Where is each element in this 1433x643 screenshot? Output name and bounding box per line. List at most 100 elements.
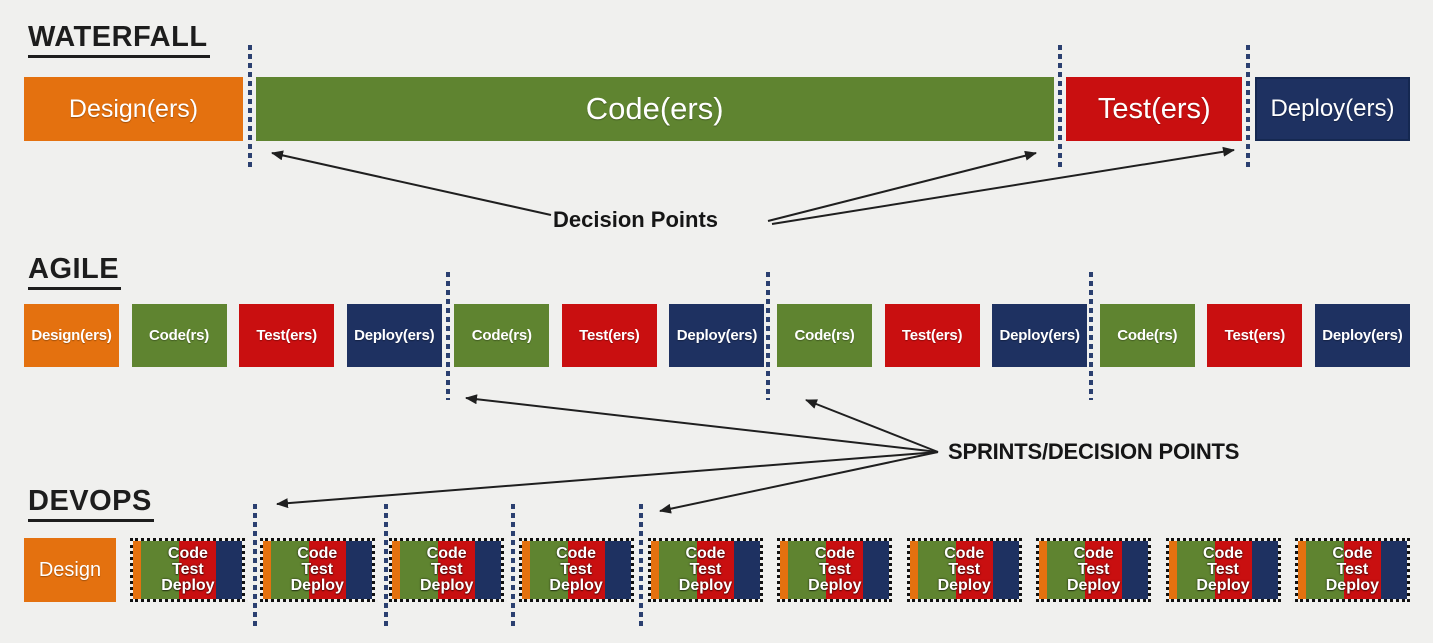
waterfall-phase-design-ers: Design(ers) [24, 77, 243, 141]
navy-stripe [1380, 541, 1407, 599]
red-stripe [1343, 541, 1381, 599]
navy-stripe [1122, 541, 1149, 599]
agile-sprint2-code-rs: Code(rs) [454, 304, 550, 367]
green-stripe [400, 541, 439, 599]
waterfall-divider-dashed-line [1058, 45, 1062, 171]
arrow-to-devops-divider-1 [276, 451, 939, 509]
orange-stripe [1168, 541, 1177, 599]
agile-sprint-divider-dashed-line [766, 272, 770, 400]
red-stripe [179, 541, 217, 599]
decision-points-label: Decision Points [553, 207, 719, 232]
agile-sprint4-deploy-ers: Deploy(ers) [1314, 304, 1410, 367]
green-stripe [788, 541, 827, 599]
agile-sprint3-code-rs: Code(rs) [777, 304, 873, 367]
agile-sprint1-code-rs: Code(rs) [131, 304, 227, 367]
orange-stripe [650, 541, 659, 599]
waterfall-phase-code-ers: Code(ers) [255, 77, 1054, 141]
orange-stripe [262, 541, 271, 599]
orange-stripe [780, 541, 789, 599]
red-stripe [1214, 541, 1252, 599]
green-stripe [529, 541, 568, 599]
agile-sprint-divider-dashed-line [1089, 272, 1093, 400]
devops-divider-dashed-line [253, 504, 257, 628]
navy-stripe [863, 541, 890, 599]
sprints-decision-points-label: SPRINTS/DECISION POINTS [948, 439, 1240, 464]
navy-stripe [604, 541, 631, 599]
green-stripe [270, 541, 309, 599]
agile-sprint2-deploy-ers: Deploy(ers) [669, 304, 765, 367]
agile-sprint-divider-dashed-line [446, 272, 450, 400]
navy-stripe [216, 541, 243, 599]
orange-stripe [392, 541, 401, 599]
red-stripe [826, 541, 864, 599]
arrow-to-waterfall-divider-1 [271, 150, 552, 216]
devops-divider-dashed-line [384, 504, 388, 628]
devops-divider-dashed-line [639, 504, 643, 628]
agile-sprint3-test-ers: Test(ers) [884, 304, 980, 367]
red-stripe [696, 541, 734, 599]
navy-stripe [733, 541, 760, 599]
devops-heading: DEVOPS [28, 485, 154, 522]
red-stripe [567, 541, 605, 599]
red-stripe [438, 541, 476, 599]
orange-stripe [909, 541, 918, 599]
green-stripe [917, 541, 956, 599]
waterfall-row: Design(ers)Code(ers)Test(ers)Deploy(ers) [24, 77, 1410, 141]
agile-sprint1-test-ers: Test(ers) [239, 304, 335, 367]
agile-sprint4-test-ers: Test(ers) [1207, 304, 1303, 367]
orange-stripe [1297, 541, 1306, 599]
red-stripe [308, 541, 346, 599]
waterfall-heading: WATERFALL [28, 21, 210, 58]
red-stripe [955, 541, 993, 599]
waterfall-phase-deploy-ers: Deploy(ers) [1254, 77, 1410, 141]
navy-stripe [345, 541, 372, 599]
waterfall-phase-test-ers: Test(ers) [1066, 77, 1243, 141]
devops-design-box: Design [24, 538, 116, 602]
arrow-to-agile-divider-1 [465, 394, 939, 453]
arrow-to-waterfall-divider-2 [767, 150, 1037, 222]
agile-sprint4-code-rs: Code(rs) [1099, 304, 1195, 367]
agile-sprint2-test-ers: Test(ers) [561, 304, 657, 367]
waterfall-divider-dashed-line [248, 45, 252, 171]
agile-row: Design(ers)Code(rs)Test(ers)Deploy(ers)C… [24, 304, 1410, 367]
green-stripe [658, 541, 697, 599]
arrow-to-waterfall-divider-3 [771, 146, 1235, 225]
green-stripe [141, 541, 180, 599]
arrow-to-devops-divider-4 [659, 451, 939, 514]
agile-heading: AGILE [28, 253, 122, 290]
navy-stripe [992, 541, 1019, 599]
arrow-to-agile-divider-2 [805, 399, 939, 453]
navy-stripe [1251, 541, 1278, 599]
waterfall-divider-dashed-line [1246, 45, 1250, 171]
agile-sprint1-design-ers: Design(ers) [24, 304, 119, 367]
navy-stripe [475, 541, 502, 599]
green-stripe [1305, 541, 1344, 599]
green-stripe [1176, 541, 1215, 599]
orange-stripe [521, 541, 530, 599]
devops-divider-dashed-line [511, 504, 515, 628]
green-stripe [1047, 541, 1086, 599]
agile-sprint1-deploy-ers: Deploy(ers) [346, 304, 442, 367]
agile-sprint3-deploy-ers: Deploy(ers) [992, 304, 1088, 367]
orange-stripe [133, 541, 142, 599]
